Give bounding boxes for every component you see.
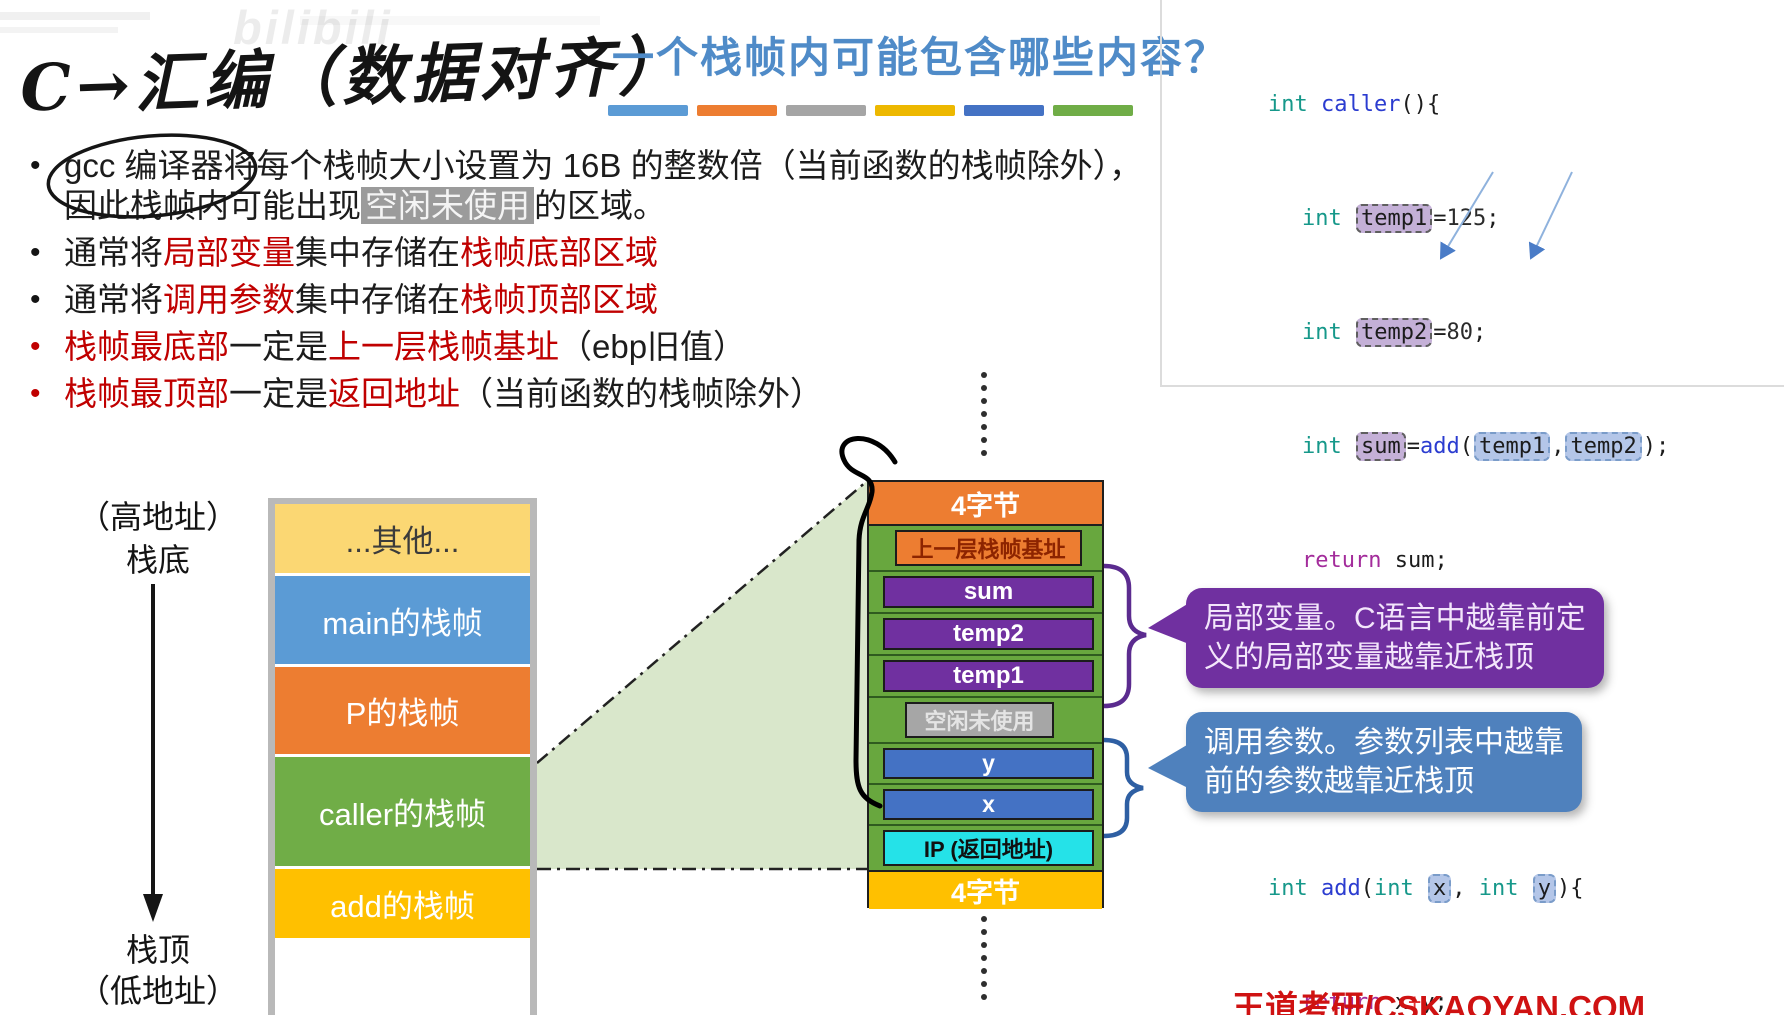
cell-free-unused: 空闲未使用 <box>905 702 1054 738</box>
callout-line: 前的参数越靠近栈顶 <box>1204 765 1474 798</box>
blur-smudge <box>0 12 150 20</box>
label-stack-top: 栈顶 <box>125 932 190 968</box>
code-panel-divider-vertical <box>1160 0 1162 387</box>
accent-bar <box>608 105 688 116</box>
frame-row: 上一层栈帧基址 <box>869 526 1102 572</box>
frame-row: 空闲未使用 <box>869 698 1102 744</box>
code-line: int caller(){ <box>1268 92 1441 117</box>
cell-sum: sum <box>883 576 1094 608</box>
memory-stack-column: ...其他... main的栈帧 P的栈帧 caller的栈帧 add的栈帧 <box>268 498 537 1015</box>
bullet-line: 通常将调用参数集中存储在栈帧顶部区域 <box>64 281 658 318</box>
bullet-gcc-alignment: • gcc 编译器将每个栈帧大小设置为 16B 的整数倍（当前函数的栈帧除外），… <box>30 146 1190 226</box>
bullet-line: 因此栈帧内可能出现空闲未使用的区域。 <box>64 187 666 224</box>
bullet-line: 通常将局部变量集中存储在栈帧底部区域 <box>64 234 658 271</box>
label-stack-bottom: 栈底 <box>125 542 190 578</box>
stack-row-other: ...其他... <box>275 504 530 576</box>
cell-prev-frame-base: 上一层栈帧基址 <box>895 530 1082 566</box>
stack-row-main-frame: main的栈帧 <box>275 576 530 667</box>
code-panel-divider-horizontal <box>1160 385 1784 387</box>
ellipsis-dots-bottom <box>981 916 987 1007</box>
blur-smudge <box>300 16 600 25</box>
bullet-marker: • <box>30 377 41 410</box>
accent-bar <box>875 105 955 116</box>
callout-line: 调用参数。参数列表中越靠 <box>1204 726 1564 759</box>
stack-row-add-frame: add的栈帧 <box>275 869 530 941</box>
cell-x: x <box>883 789 1094 820</box>
ellipsis-dots-top <box>981 372 987 463</box>
handwritten-heading: C→汇编（数据对齐） <box>19 28 688 127</box>
label-low-address: （低地址） <box>77 973 238 1009</box>
label-high-address: （高地址） <box>77 499 238 535</box>
code-line: int temp2=80; <box>1302 318 1487 347</box>
accent-bar <box>964 105 1044 116</box>
frame-row: IP (返回地址) <box>869 826 1102 870</box>
zoom-trapezoid <box>537 481 867 869</box>
bullet-marker: • <box>30 283 41 316</box>
cell-temp1: temp1 <box>883 660 1094 692</box>
cell-y: y <box>883 748 1094 779</box>
accent-bar <box>697 105 777 116</box>
bullet-frame-top: • 栈帧最顶部一定是返回地址（当前函数的栈帧除外） <box>30 374 1190 414</box>
accent-bar <box>786 105 866 116</box>
frame-row: y <box>869 744 1102 785</box>
bullet-frame-bottom: • 栈帧最底部一定是上一层栈帧基址（ebp旧值） <box>30 327 1190 367</box>
callout-line: 局部变量。C语言中越靠前定 <box>1204 602 1586 635</box>
code-line: return x+y; <box>1302 990 1448 1015</box>
bullet-call-params: • 通常将调用参数集中存储在栈帧顶部区域 <box>30 280 1190 320</box>
bullet-line: 栈帧最底部一定是上一层栈帧基址（ebp旧值） <box>64 328 747 365</box>
code-line: return sum; <box>1302 548 1448 573</box>
bullet-list: • gcc 编译器将每个栈帧大小设置为 16B 的整数倍（当前函数的栈帧除外），… <box>30 146 1190 421</box>
bullet-marker: • <box>30 330 41 363</box>
frame-row: sum <box>869 572 1102 614</box>
stack-row-caller-frame: caller的栈帧 <box>275 757 530 869</box>
caller-frame-detail: 4字节 上一层栈帧基址 sum temp2 temp1 空闲未使用 y x IP… <box>867 480 1104 909</box>
bullet-local-vars: • 通常将局部变量集中存储在栈帧底部区域 <box>30 233 1190 273</box>
frame-row: temp1 <box>869 656 1102 698</box>
frame-row: x <box>869 785 1102 826</box>
bullet-line: gcc 编译器将每个栈帧大小设置为 16B 的整数倍（当前函数的栈帧除外）， <box>64 147 1143 184</box>
frame-body: 上一层栈帧基址 sum temp2 temp1 空闲未使用 y x IP (返回… <box>869 526 1102 870</box>
bullet-line: 栈帧最顶部一定是返回地址（当前函数的栈帧除外） <box>64 375 823 412</box>
code-line: int temp1=125; <box>1302 204 1500 233</box>
site-footer: 王道考研/CSKAOYAN.COM <box>1232 989 1646 1015</box>
bullet-marker: • <box>30 149 41 182</box>
cell-return-address: IP (返回地址) <box>883 830 1094 866</box>
callout-call-params: 调用参数。参数列表中越靠 前的参数越靠近栈顶 <box>1186 712 1582 812</box>
frame-bottom-size-label: 4字节 <box>869 870 1102 909</box>
stack-row-p-frame: P的栈帧 <box>275 667 530 757</box>
callout-local-variables: 局部变量。C语言中越靠前定 义的局部变量越靠近栈顶 <box>1186 588 1604 688</box>
code-line: int sum=add(temp1,temp2); <box>1302 432 1670 461</box>
zoom-dashdot-top-line <box>536 480 868 764</box>
accent-bar <box>1053 105 1133 116</box>
bilibili-watermark: bilibili <box>233 1 393 54</box>
title-accent-bars <box>608 105 1133 116</box>
cell-temp2: temp2 <box>883 618 1094 650</box>
bullet-marker: • <box>30 236 41 269</box>
slide-title: 一个栈帧内可能包含哪些内容？ <box>612 34 1229 81</box>
frame-row: temp2 <box>869 614 1102 656</box>
code-line: int add(int x, int y){ <box>1268 874 1584 903</box>
blur-smudge <box>0 27 118 33</box>
code-block: int caller(){ int temp1=125; int temp2=8… <box>1268 10 1669 1015</box>
frame-top-size-label: 4字节 <box>869 482 1102 526</box>
callout-line: 义的局部变量越靠近栈顶 <box>1204 641 1534 674</box>
